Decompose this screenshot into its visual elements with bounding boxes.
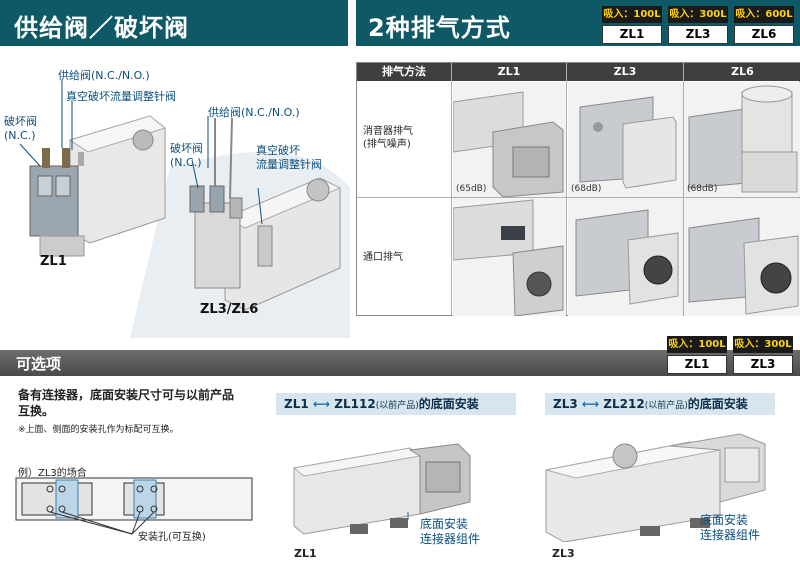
- zl3-mount-previous-note: (以前产品): [644, 401, 688, 411]
- badge-zl1-flow: 吸入：100L: [602, 6, 662, 23]
- zl1-bottom-mount-image: [292, 443, 471, 535]
- badge-zl1-model: ZL1: [602, 25, 662, 44]
- badge-zl3: 吸入：300L ZL3: [668, 6, 728, 44]
- zl3-bottom-mount-image: [545, 433, 766, 542]
- row-label-silencer-line2: (排气噪声): [363, 139, 411, 150]
- table-cell-zl3-port: [568, 198, 683, 316]
- zl3-port-image: [575, 209, 679, 305]
- table-cell-zl6-silencer: (68dB): [684, 82, 800, 197]
- zl3-connector-label-line2: 连接器组件: [700, 528, 761, 542]
- zl3-connector-label-line1: 底面安装: [700, 513, 749, 527]
- zl3-supply-valve-label: 供给阀(N.C./N.O.): [208, 106, 300, 119]
- example-label: 例）ZL3的场合: [18, 468, 87, 479]
- zl1-mount-banner: ZL1 ⟷ ZL112(以前产品)的底面安装: [276, 393, 516, 415]
- options-badge-zl1: 吸入：100L ZL1: [667, 336, 727, 374]
- options-badge-zl1-model: ZL1: [667, 355, 727, 374]
- bidirectional-arrow-icon: ⟷: [312, 397, 331, 411]
- options-badge-zl1-flow: 吸入：100L: [667, 336, 727, 353]
- row-label-silencer: 消音器排气 (排气噪声): [357, 125, 451, 151]
- mount-hole-label: 安装孔(可互换): [138, 532, 206, 543]
- zl3-mount-model: ZL3: [553, 397, 578, 411]
- zl1-mount-previous-model: ZL112: [334, 397, 376, 411]
- table-cell-zl3-silencer: (68dB): [568, 82, 683, 197]
- badge-zl3-flow: 吸入：300L: [668, 6, 728, 23]
- zl1-mount-caption: ZL1: [294, 547, 317, 560]
- zl1-mount-rest: 的底面安装: [418, 397, 479, 411]
- options-badge-zl3-flow: 吸入：300L: [733, 336, 793, 353]
- mounting-hole-diagram: [15, 477, 253, 535]
- zl1-caption: ZL1: [40, 254, 67, 269]
- exhaust-method-table: 排气方法 ZL1 ZL3 ZL6 消音器排气 (排气噪声) 通口排气 (65dB…: [356, 62, 800, 316]
- right-section-title: 2种排气方式: [368, 14, 511, 42]
- zl3-mount-rest: 的底面安装: [687, 397, 748, 411]
- zl3-break-valve-label: 破坏阀: [170, 142, 203, 155]
- table-header-zl3: ZL3: [567, 63, 683, 81]
- table-divider: [683, 63, 684, 315]
- badge-zl6: 吸入：600L ZL6: [734, 6, 794, 44]
- row-label-port: 通口排气: [357, 251, 451, 264]
- options-description-line1: 备有连接器，底面安装尺寸可与以前产品: [18, 388, 235, 402]
- zl1-connector-label: 底面安装 连接器组件: [420, 517, 480, 547]
- zl1-connector-label-line1: 底面安装: [420, 517, 469, 531]
- zl3-mount-previous-model: ZL212: [603, 397, 645, 411]
- table-cell-zl1-port: [453, 198, 566, 316]
- options-description: 备有连接器，底面安装尺寸可与以前产品 互换。: [18, 387, 234, 419]
- badge-zl6-flow: 吸入：600L: [734, 6, 794, 23]
- db-zl3-silencer: (68dB): [571, 184, 602, 194]
- bidirectional-arrow-icon: ⟷: [581, 397, 600, 411]
- zl3-break-valve-nc-label: (N.C.): [170, 156, 202, 169]
- zl6-port-image: [688, 217, 799, 315]
- zl1-product-image: [29, 115, 167, 257]
- table-divider: [566, 63, 567, 315]
- options-description-line2: 互换。: [18, 404, 55, 418]
- zl3-mount-caption: ZL3: [552, 547, 575, 560]
- options-badge-zl3-model: ZL3: [733, 355, 793, 374]
- table-divider: [357, 197, 799, 198]
- table-header-zl1: ZL1: [452, 63, 566, 81]
- left-section-banner: 供给阀／破坏阀: [0, 0, 348, 46]
- db-zl6-silencer: (68dB): [687, 184, 718, 194]
- table-divider: [451, 63, 452, 315]
- badge-zl3-model: ZL3: [668, 25, 728, 44]
- left-section-title: 供给阀／破坏阀: [14, 14, 189, 42]
- badge-zl1: 吸入：100L ZL1: [602, 6, 662, 44]
- zl1-port-image: [453, 199, 564, 316]
- table-cell-zl6-port: [684, 198, 800, 316]
- zl3-mount-banner: ZL3 ⟷ ZL212(以前产品)的底面安装: [545, 393, 775, 415]
- zl3-vacuum-break-needle-label: 流量调整针阀: [256, 158, 322, 171]
- db-zl1-silencer: (65dB): [456, 184, 487, 194]
- zl1-supply-valve-label: 供给阀(N.C./N.O.): [58, 69, 150, 82]
- options-section-bar: 可选项: [0, 350, 800, 376]
- row-label-silencer-line1: 消音器排气: [363, 126, 413, 137]
- valve-illustration: [19, 80, 350, 338]
- zl3-zl6-product-image: [189, 117, 342, 311]
- options-title: 可选项: [16, 355, 62, 373]
- zl1-break-valve-nc-label: (N.C.): [4, 129, 36, 142]
- badge-zl6-model: ZL6: [734, 25, 794, 44]
- zl1-break-valve-label: 破坏阀: [4, 115, 37, 128]
- zl1-mount-previous-note: (以前产品): [375, 401, 419, 411]
- row-label-port-line1: 通口排气: [363, 252, 403, 263]
- table-header-zl6: ZL6: [684, 63, 800, 81]
- zl1-silencer-image: [453, 91, 564, 197]
- zl6-silencer-image: [688, 85, 798, 193]
- options-badge-zl3: 吸入：300L ZL3: [733, 336, 793, 374]
- table-header-method: 排气方法: [357, 63, 451, 81]
- zl3-connector-label: 底面安装 连接器组件: [700, 513, 760, 543]
- zl3-silencer-image: [579, 96, 677, 189]
- zl3-zl6-caption: ZL3/ZL6: [200, 302, 259, 317]
- zl3-vacuum-break-label: 真空破坏: [256, 144, 300, 157]
- zl1-mount-model: ZL1: [284, 397, 309, 411]
- zl1-connector-label-line2: 连接器组件: [420, 532, 481, 546]
- options-note: ※上面、侧面的安装孔作为标配可互换。: [18, 425, 179, 435]
- zl1-vacuum-break-needle-label: 真空破坏流量调整针阀: [66, 90, 176, 103]
- table-cell-zl1-silencer: (65dB): [453, 82, 566, 197]
